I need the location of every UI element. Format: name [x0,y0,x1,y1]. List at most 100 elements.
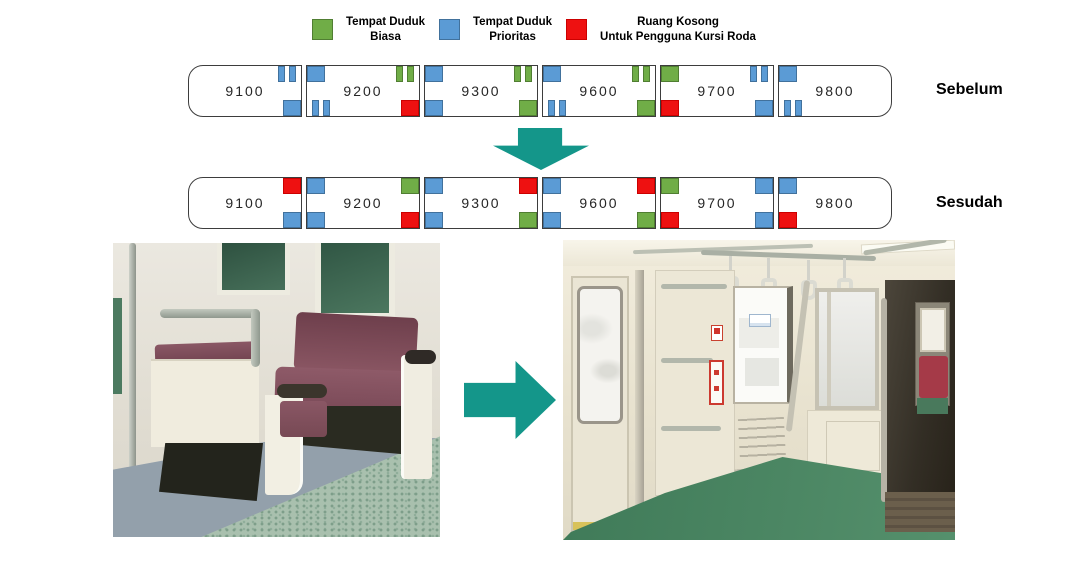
handrail-bar [661,426,721,431]
car-sesudah-9100: 9100 [188,177,302,229]
photo-after-interior [563,240,955,540]
blue-seat-square-marker [283,100,301,116]
blue-seat-pair-marker [278,66,296,82]
armrest-panel [401,355,432,479]
car-sebelum-9800: 9800 [778,65,892,117]
car-number: 9300 [461,83,501,99]
handrail-bar [661,358,713,363]
car-number: 9300 [461,195,501,211]
car-sebelum-9700: 9700 [660,65,774,117]
down-arrow-icon [493,128,589,170]
green-seat-square-marker [401,178,419,194]
blue-seat-square-marker [779,178,797,194]
car-sebelum-9300: 9300 [424,65,538,117]
blue-seat-square-marker [543,178,561,194]
red-seat-square-marker [779,212,797,228]
right-arrow-icon [464,361,556,439]
row-label-sesudah: Sesudah [936,194,1003,211]
green-seat-pair-marker [632,66,650,82]
armrest-grip [405,350,436,364]
red-seat-square-marker [661,100,679,116]
green-seat-square-marker [637,212,655,228]
left-door-window [577,286,623,424]
car-number: 9200 [343,83,383,99]
car-number: 9600 [579,83,619,99]
red-seat-square-marker [637,178,655,194]
blue-seat-square-marker [543,212,561,228]
blue-seat-pair-marker [548,100,566,116]
biasa-swatch-icon [312,19,333,41]
car-sebelum-9100: 9100 [188,65,302,117]
blue-seat-square-marker [425,66,443,82]
car-number: 9800 [815,195,855,211]
vertical-pole [129,243,136,478]
handrail-pipe [160,309,260,318]
blue-seat-square-marker [283,212,301,228]
car-sesudah-9600: 9600 [542,177,656,229]
seat-end-panel [151,359,259,447]
blue-seat-square-marker [425,100,443,116]
blue-seat-square-marker [543,66,561,82]
train-window [217,243,290,295]
bench-seat-back [293,311,419,377]
green-seat-square-marker [637,100,655,116]
red-bordered-panel [709,360,724,405]
red-seat-square-marker [401,100,419,116]
red-seat-square-marker [401,212,419,228]
blue-seat-pair-marker [784,100,802,116]
car-sesudah-9700: 9700 [660,177,774,229]
red-seat-reflection [919,356,948,398]
handrail-pipe [251,309,260,367]
car-sesudah-9800: 9800 [778,177,892,229]
gangway-floor [917,398,948,414]
blue-seat-square-marker [755,100,773,116]
blue-seat-pair-marker [750,66,768,82]
seat-base [159,443,263,501]
kursi-roda-swatch-icon [566,19,588,41]
blue-seat-square-marker [755,178,773,194]
blue-seat-pair-marker [312,100,330,116]
blue-seat-square-marker [755,212,773,228]
blue-seat-square-marker [307,178,325,194]
green-seat-square-marker [519,100,537,116]
window-sliver [113,298,122,394]
car-number: 9200 [343,195,383,211]
car-number: 9600 [579,195,619,211]
door-frame-strip [635,270,644,532]
blue-seat-square-marker [425,212,443,228]
tipup-seat-cushion [280,401,327,437]
car-sebelum-9600: 9600 [542,65,656,117]
red-seat-square-marker [661,212,679,228]
tipup-armrest [277,384,327,398]
row-label-sebelum: Sebelum [936,81,1003,98]
car-number: 9700 [697,83,737,99]
doorway-threshold [885,492,955,532]
red-seat-square-marker [283,178,301,194]
wheelchair-sign [711,325,723,341]
photo-before-interior [113,243,440,537]
car-number: 9700 [697,195,737,211]
gangway-window [920,308,946,352]
green-seat-pair-marker [396,66,414,82]
prioritas-swatch-icon [439,19,461,41]
green-seat-square-marker [661,178,679,194]
car-sebelum-9200: 9200 [306,65,420,117]
blue-seat-square-marker [779,66,797,82]
doorway-handrail [881,298,887,502]
train-row-sesudah: 9100 9200 9300 9600 9700 9800 [188,177,892,229]
car-number: 9100 [225,195,265,211]
train-window [315,243,395,319]
right-window [815,288,879,410]
handrail-bar [661,284,727,289]
window-sticker [749,314,771,327]
blue-seat-square-marker [307,212,325,228]
car-number: 9100 [225,83,265,99]
car-number: 9800 [815,83,855,99]
